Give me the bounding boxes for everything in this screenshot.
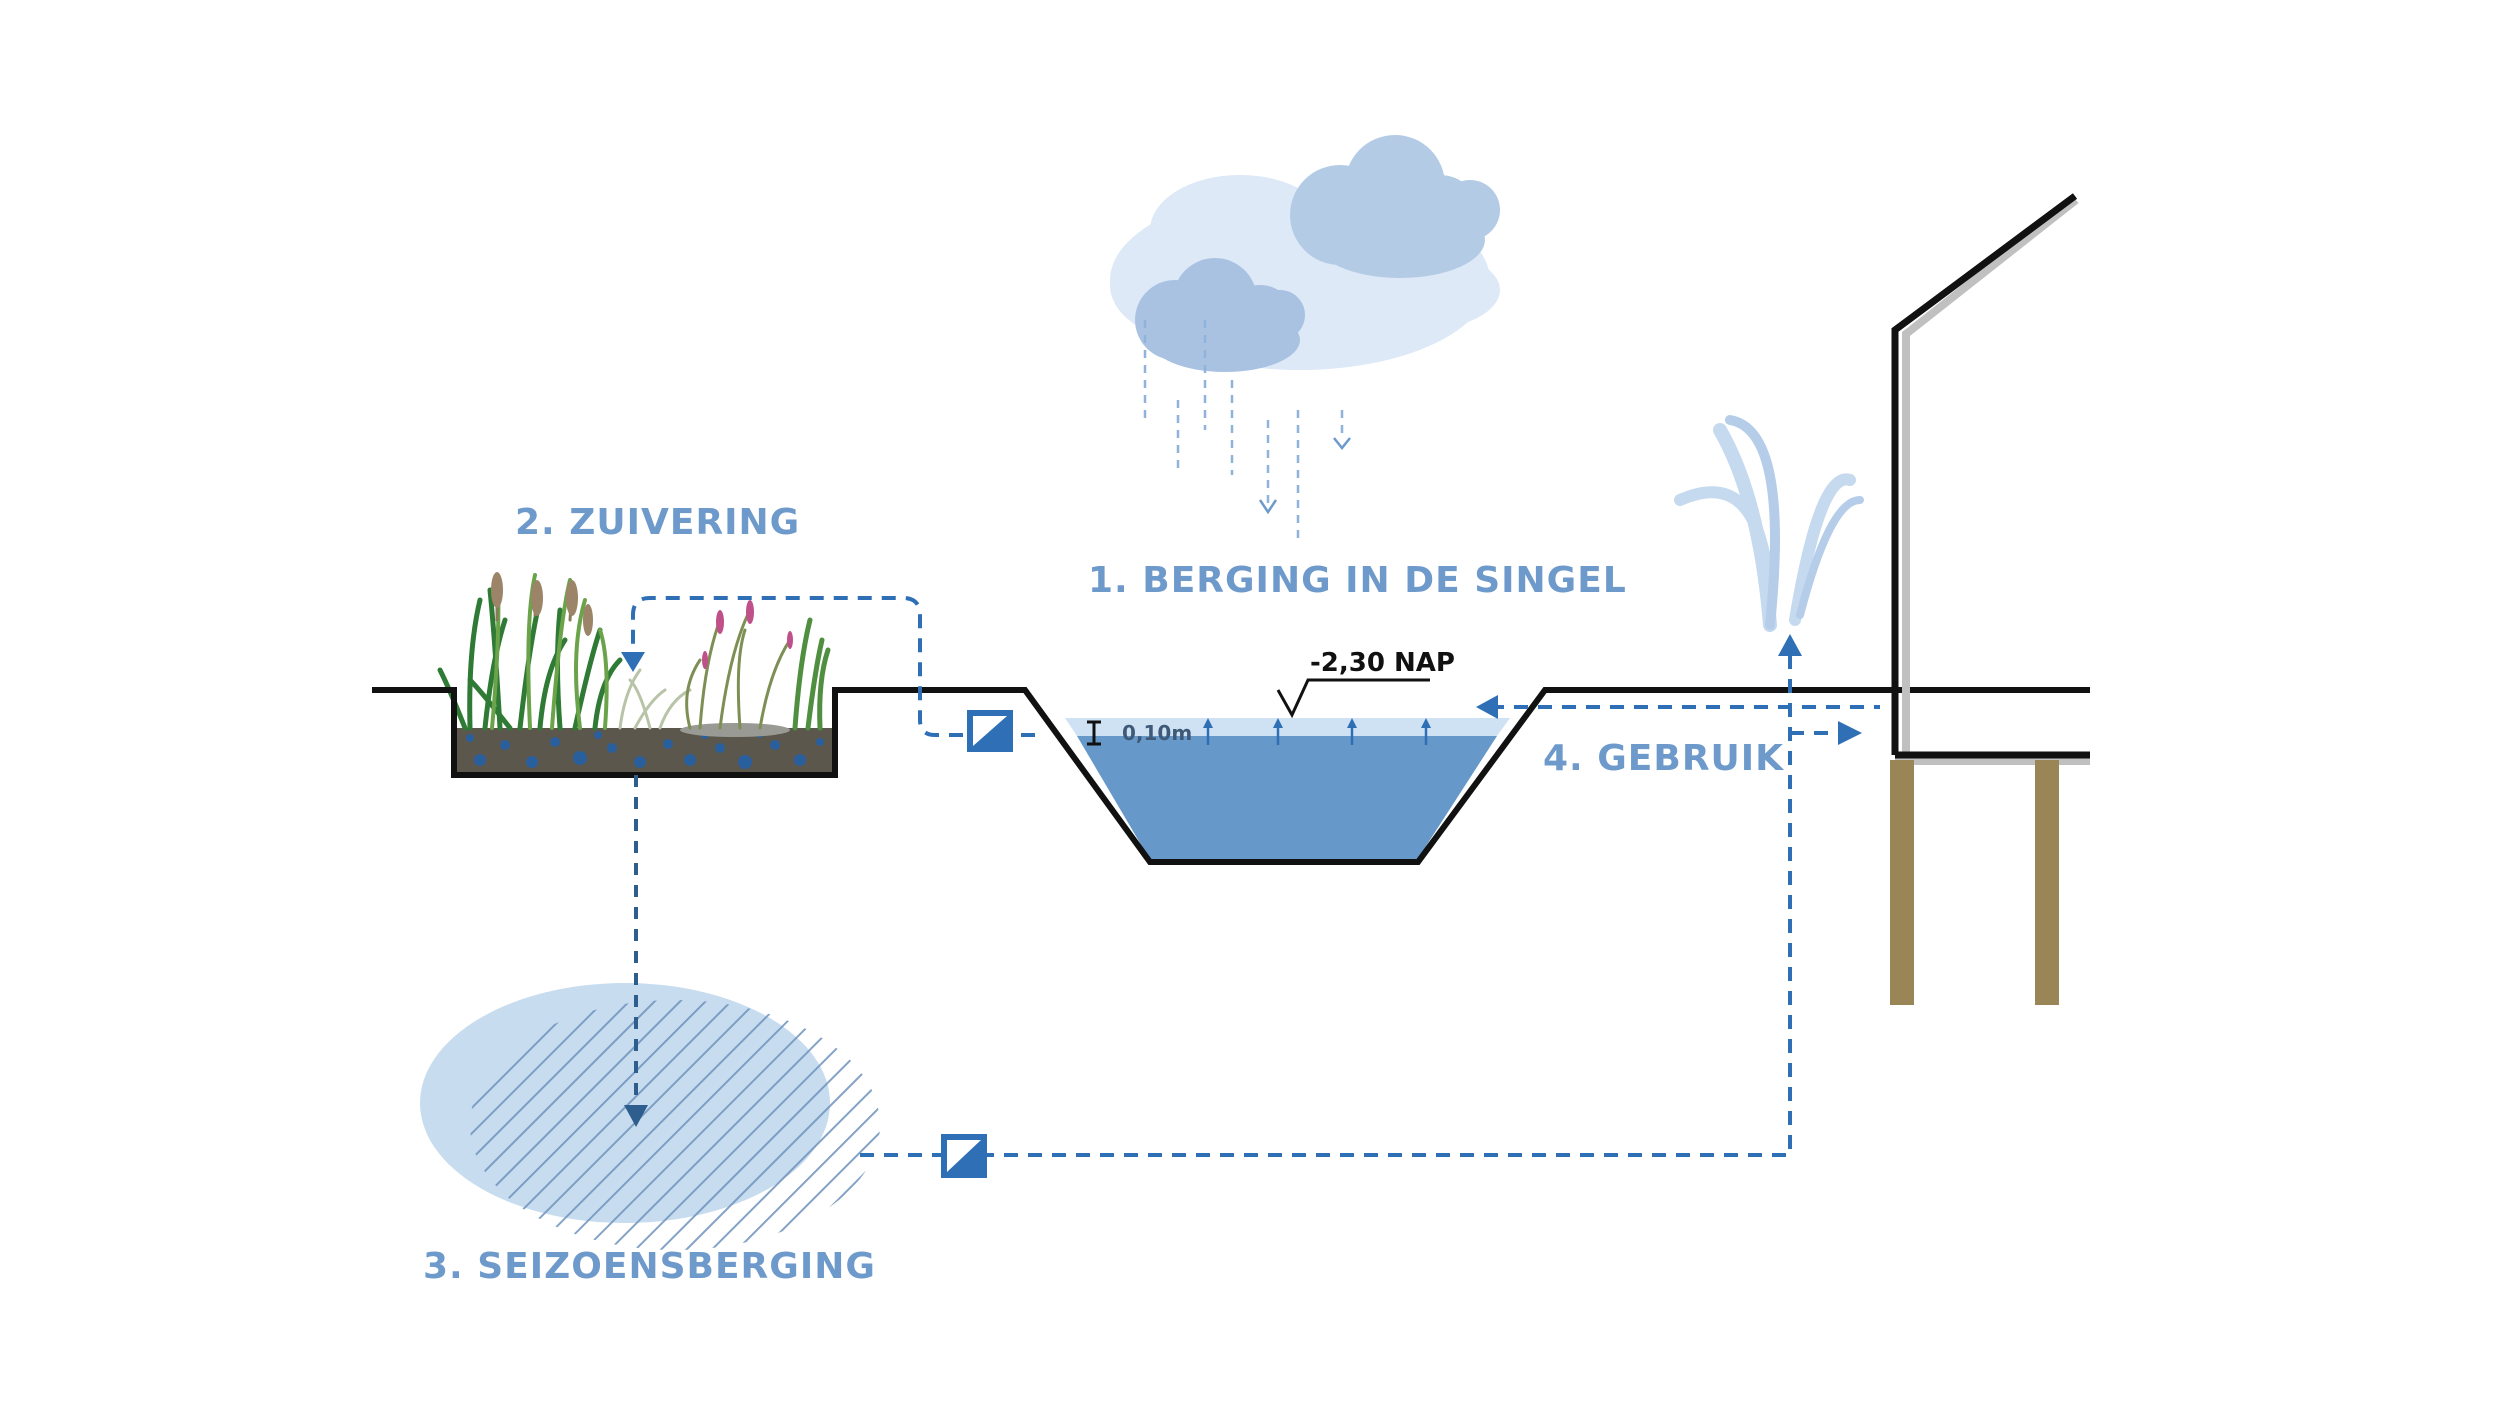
arrow-down-icon	[621, 652, 645, 672]
arrow-up-icon	[1203, 718, 1431, 745]
cloud-rain-icon	[1110, 135, 1500, 540]
label-storage: 1. BERGING IN DE SINGEL	[1088, 560, 1627, 601]
purification-bed	[454, 723, 835, 772]
seasonal-storage-aquifer	[420, 983, 880, 1250]
house	[1890, 193, 2090, 1005]
flow-lines	[621, 596, 1880, 1157]
arrow-up-icon	[1778, 634, 1802, 656]
reed-plants	[437, 572, 831, 731]
pile-left	[1890, 760, 1914, 1005]
singel-pond	[1065, 718, 1510, 860]
label-seasonal: 3. SEIZOENSBERGING	[423, 1246, 876, 1287]
ground-profile	[372, 687, 2090, 865]
arrow-down-icon	[624, 1105, 648, 1127]
water-level-label: -2,30 NAP	[1310, 648, 1455, 678]
pump-valve-icon	[941, 1134, 987, 1178]
pump-valve-icon	[967, 710, 1013, 752]
arrow-right-icon	[1838, 721, 1862, 745]
sprinkler-icon	[1674, 415, 1864, 632]
arrow-left-icon	[1476, 695, 1498, 719]
label-usage: 4. GEBRUIK	[1543, 738, 1784, 779]
label-purification: 2. ZUIVERING	[515, 502, 800, 543]
depth-marker	[1087, 720, 1101, 746]
depth-label: 0,10m	[1122, 721, 1192, 745]
pile-right	[2035, 760, 2059, 1005]
water-level-symbol	[1276, 678, 1430, 719]
